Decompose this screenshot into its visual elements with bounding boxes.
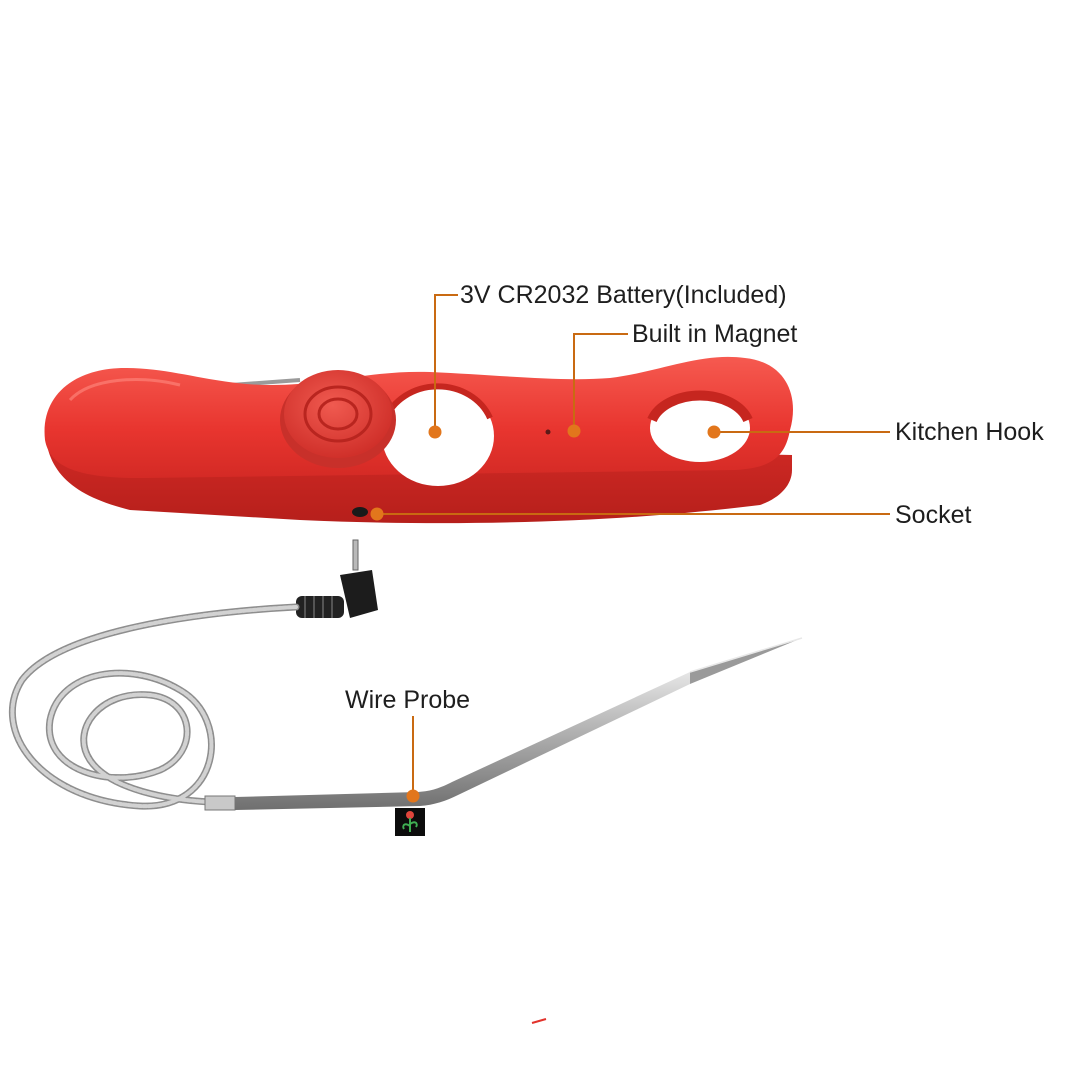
kitchen-hook-opening: [650, 394, 750, 462]
label-socket: Socket: [895, 501, 972, 529]
knob-button: [280, 370, 396, 468]
dot-hook: [707, 425, 721, 439]
wire-probe-assembly: [8, 539, 803, 1024]
dot-probe: [406, 789, 420, 803]
leader-lines: [376, 294, 890, 795]
dot-battery: [428, 425, 442, 439]
jack-plug: [296, 539, 378, 618]
label-kitchen-hook: Kitchen Hook: [895, 418, 1044, 446]
probe-shaft: [204, 637, 803, 811]
flower-badge-icon: [395, 808, 425, 836]
label-built-in-magnet: Built in Magnet: [632, 320, 798, 348]
callout-dots: [370, 424, 721, 803]
leader-battery: [434, 294, 458, 432]
dot-socket: [370, 507, 384, 521]
thermometer-body: [44, 356, 793, 524]
leader-magnet: [573, 333, 628, 430]
label-battery: 3V CR2032 Battery(Included): [460, 281, 787, 309]
braided-cable: [8, 603, 300, 810]
label-wire-probe: Wire Probe: [345, 686, 471, 714]
socket-hole: [352, 507, 368, 517]
dot-magnet: [567, 424, 581, 438]
